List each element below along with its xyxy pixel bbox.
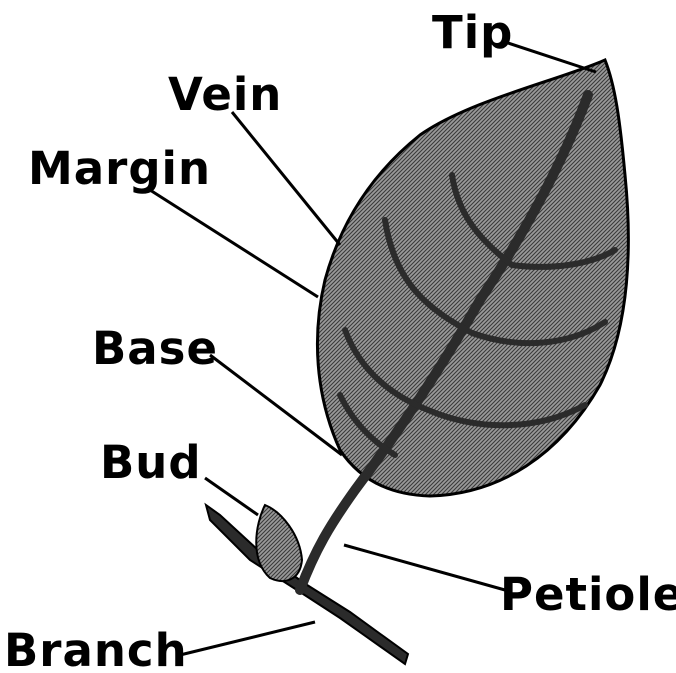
- branch-label: Branch: [4, 628, 188, 673]
- base-label: Base: [92, 326, 218, 371]
- vein-label: Vein: [168, 72, 282, 117]
- bud-shape: [256, 505, 302, 581]
- margin-leader: [150, 190, 318, 297]
- petiole-leader: [344, 545, 505, 590]
- branch-leader: [180, 622, 315, 655]
- tip-leader: [505, 42, 596, 72]
- vein-leader: [232, 112, 340, 245]
- tip-label: Tip: [432, 10, 513, 55]
- margin-label: Margin: [28, 146, 211, 191]
- petiole-label: Petiole: [500, 572, 676, 617]
- bud-label: Bud: [100, 440, 202, 485]
